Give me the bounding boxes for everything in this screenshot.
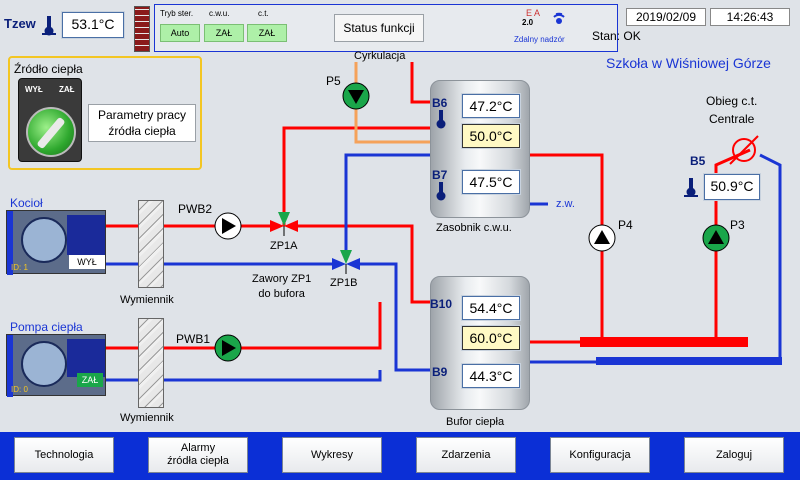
mode-header-tryb: Tryb ster. bbox=[160, 9, 194, 18]
brick-icon bbox=[134, 6, 150, 52]
nav-wykresy[interactable]: Wykresy bbox=[282, 437, 382, 473]
kociol-unit[interactable]: WYŁ ID: 1 bbox=[6, 210, 106, 275]
zw-label: z.w. bbox=[556, 198, 575, 210]
p3-label: P3 bbox=[730, 218, 745, 232]
remote-label: Zdalny nadzór bbox=[514, 35, 565, 44]
heat-exchanger-2 bbox=[138, 318, 164, 408]
pump-p4-icon[interactable] bbox=[588, 224, 616, 252]
mixing-valve-icon[interactable] bbox=[729, 135, 759, 165]
pompa-id: ID: 0 bbox=[11, 385, 28, 394]
pompa-label: Pompa ciepła bbox=[10, 320, 83, 334]
kociol-state: WYŁ bbox=[69, 255, 105, 269]
remote-version: 2.0 bbox=[522, 18, 534, 27]
mode-header-cwu: c.w.u. bbox=[209, 9, 230, 18]
thermometer-icon bbox=[42, 14, 56, 36]
sensor-b10-setpoint[interactable]: 60.0°C bbox=[461, 325, 521, 351]
fan-icon bbox=[21, 341, 67, 387]
pipe-cyrkulacja bbox=[410, 62, 432, 104]
stan-status: Stan: OK bbox=[592, 29, 641, 43]
kociol-label: Kocioł bbox=[10, 196, 43, 210]
wireless-icon bbox=[552, 10, 566, 26]
sensor-b5-label: B5 bbox=[690, 154, 706, 168]
source-panel bbox=[8, 56, 202, 170]
pipe-zasobnik-p4 bbox=[528, 153, 604, 225]
pump-pwb1-icon[interactable] bbox=[214, 334, 242, 362]
cyrkulacja-label: Cyrkulacja bbox=[354, 50, 406, 62]
pipe-hp-return-main bbox=[164, 370, 382, 382]
thermometer-b5-icon bbox=[684, 176, 698, 198]
thermometer-b7-icon bbox=[434, 182, 448, 202]
sensor-b10-value: 54.4°C bbox=[461, 295, 521, 321]
pwb1-label: PWB1 bbox=[176, 332, 211, 346]
valve-zp1a-icon[interactable] bbox=[270, 212, 298, 236]
sensor-b7-value: 47.5°C bbox=[461, 169, 521, 195]
p5-label: P5 bbox=[326, 74, 341, 88]
pompa-unit[interactable]: ZAŁ ID: 0 bbox=[6, 334, 106, 397]
mode-value-ct[interactable]: ZAŁ bbox=[247, 24, 287, 42]
pipe-zp1a-to-bufor bbox=[298, 224, 432, 304]
date-display: 2019/02/09 bbox=[626, 8, 706, 26]
nav-bar bbox=[0, 432, 800, 480]
source-panel-title: Źródło ciepła bbox=[14, 62, 83, 76]
zawory-label: Zawory ZP1 do bufora bbox=[252, 273, 312, 300]
nav-zaloguj[interactable]: Zaloguj bbox=[684, 437, 784, 473]
sensor-b7-label: B7 bbox=[432, 168, 448, 182]
switch-on-label: ZAŁ bbox=[59, 85, 75, 94]
valve-zp1b-icon[interactable] bbox=[332, 250, 360, 274]
nav-alarmy[interactable]: Alarmy źródła ciepła bbox=[148, 437, 248, 473]
mode-header-ct: c.t. bbox=[258, 9, 269, 18]
sensor-b6-label: B6 bbox=[432, 96, 448, 110]
remote-logo-icon: E A bbox=[526, 8, 541, 18]
pump-p5-icon[interactable] bbox=[342, 82, 370, 110]
tzew-label: Tzew bbox=[4, 16, 36, 31]
pipe-ct-return bbox=[759, 153, 782, 362]
sensor-b6-setpoint[interactable]: 50.0°C bbox=[461, 123, 521, 149]
source-switch[interactable]: WYŁ ZAŁ bbox=[18, 78, 82, 162]
sensor-b9-value: 44.3°C bbox=[461, 363, 521, 389]
pipe-zp1a-to-zasobnik bbox=[282, 126, 432, 226]
status-funkcji-button[interactable]: Status funkcji bbox=[334, 14, 424, 42]
pipe-hp-to-bufor bbox=[240, 302, 382, 350]
thermometer-b6-icon bbox=[434, 110, 448, 130]
zp1b-label: ZP1B bbox=[330, 277, 358, 289]
site-title: Szkoła w Wiśniowej Górze bbox=[606, 55, 771, 71]
time-display: 14:26:43 bbox=[710, 8, 790, 26]
p4-label: P4 bbox=[618, 218, 633, 232]
heat-exchanger-1 bbox=[138, 200, 164, 288]
tzew-value: 53.1°C bbox=[61, 11, 125, 39]
sensor-b6-value: 47.2°C bbox=[461, 93, 521, 119]
sensor-b9-label: B9 bbox=[432, 365, 448, 379]
pipe-zp1b-to-bufor bbox=[360, 262, 432, 372]
mode-value-cwu[interactable]: ZAŁ bbox=[204, 24, 244, 42]
wymiennik2-label: Wymiennik bbox=[120, 412, 174, 424]
pump-pwb2-icon[interactable] bbox=[214, 212, 242, 240]
pompa-state: ZAŁ bbox=[77, 373, 103, 387]
switch-knob-icon bbox=[26, 107, 76, 157]
zasobnik-label: Zasobnik c.w.u. bbox=[436, 222, 512, 234]
manifold-hot bbox=[580, 337, 748, 347]
pipe-zp1b-to-zasobnik bbox=[344, 153, 432, 254]
nav-konfiguracja[interactable]: Konfiguracja bbox=[550, 437, 650, 473]
mode-value-tryb[interactable]: Auto bbox=[160, 24, 200, 42]
switch-off-label: WYŁ bbox=[25, 85, 43, 94]
pump-p3-icon[interactable] bbox=[702, 224, 730, 252]
nav-technologia[interactable]: Technologia bbox=[14, 437, 114, 473]
zp1a-label: ZP1A bbox=[270, 240, 298, 252]
sensor-b5-value: 50.9°C bbox=[703, 173, 761, 201]
fan-icon bbox=[21, 217, 67, 263]
source-params-button[interactable]: Parametry pracy źródła ciepła bbox=[88, 104, 196, 142]
nav-zdarzenia[interactable]: Zdarzenia bbox=[416, 437, 516, 473]
sensor-b10-label: B10 bbox=[430, 297, 453, 311]
bufor-label: Bufor ciepła bbox=[446, 416, 505, 428]
manifold-cold bbox=[596, 357, 782, 365]
obieg-label: Obieg c.t. Centrale bbox=[706, 94, 758, 126]
wymiennik1-label: Wymiennik bbox=[120, 294, 174, 306]
kociol-id: ID: 1 bbox=[11, 263, 28, 272]
pwb2-label: PWB2 bbox=[178, 202, 213, 216]
